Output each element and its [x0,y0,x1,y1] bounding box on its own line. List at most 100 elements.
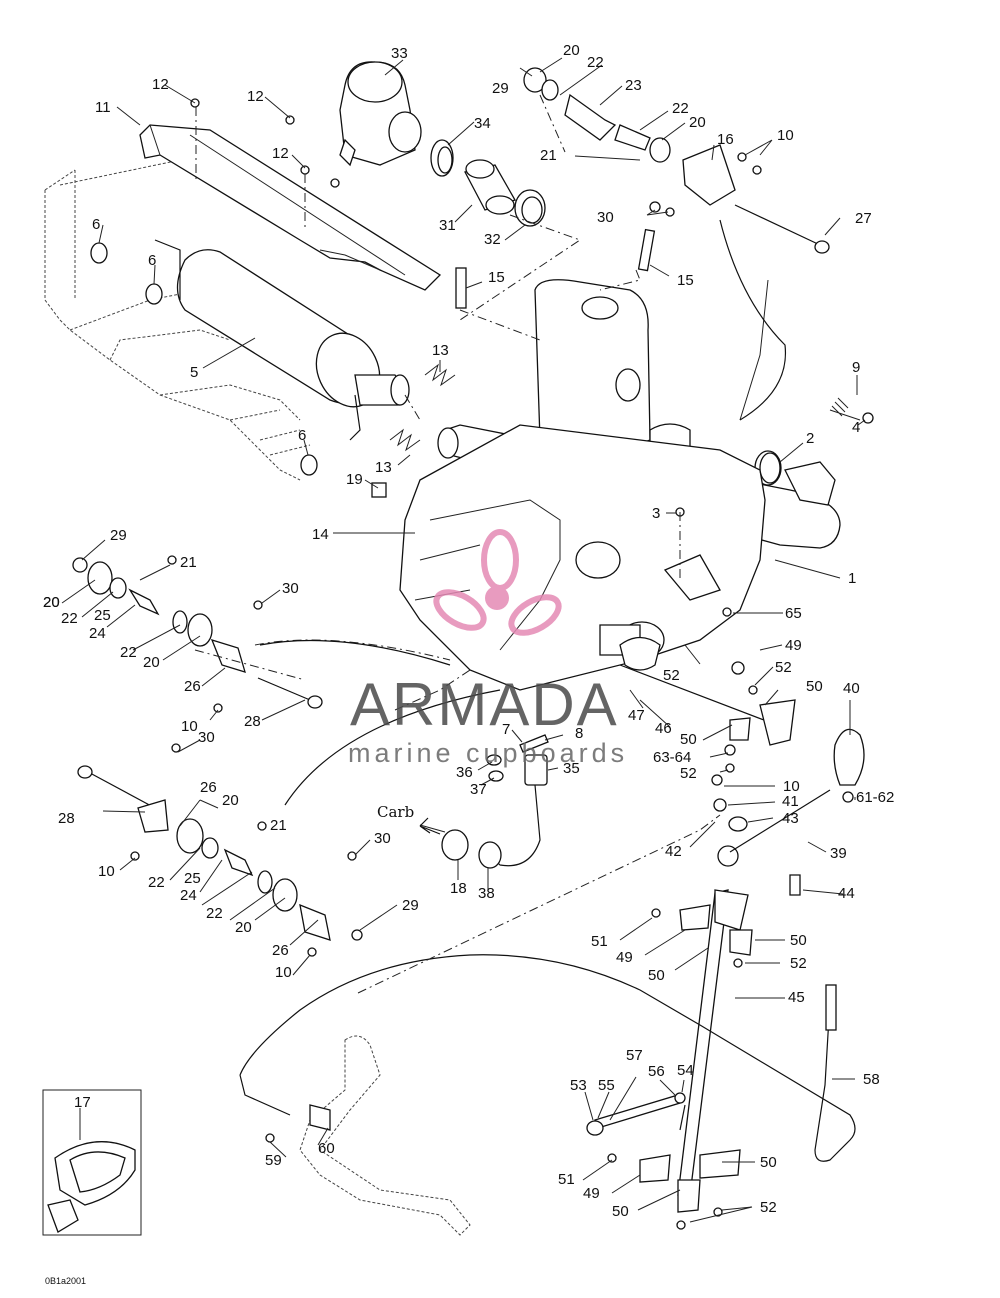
callout-59: 59 [265,1152,282,1169]
callout-50: 50 [760,1154,777,1171]
callout-13: 13 [375,459,392,476]
springs [389,363,874,452]
callout-39: 39 [830,845,847,862]
left-mount-lower [77,743,363,957]
callout-44: 44 [838,885,855,902]
watermark-tagline: marine cupboards [348,738,628,768]
callout-11: 11 [95,99,111,116]
watermark-brand: ARMADA [350,671,619,738]
callout-45: 45 [788,989,805,1006]
callout-46: 46 [655,720,672,737]
callout-22: 22 [61,610,78,627]
callout-32: 32 [484,231,501,248]
callout-56: 56 [648,1063,665,1080]
callout-61-62: 61-62 [856,789,894,806]
gasket-2 [759,452,781,484]
callout-24: 24 [89,625,106,642]
callout-47: 47 [628,707,645,724]
callout-37: 37 [470,781,487,798]
callout-52: 52 [680,765,697,782]
callout-10: 10 [777,127,794,144]
callout-7: 7 [502,721,510,738]
callout-26: 26 [184,678,201,695]
callout-5: 5 [190,364,198,381]
callout-21: 21 [540,147,557,164]
callout-57: 57 [626,1047,643,1064]
callout-42: 42 [665,843,682,860]
callout-25: 25 [94,607,111,624]
engine-mount-upper [523,67,830,254]
leader-lines [61,57,866,1223]
intake-boot-31 [464,159,516,215]
callout-12: 12 [152,76,169,93]
rubber-mounts [90,242,318,476]
callout-20: 20 [43,594,60,611]
callout-27: 27 [855,210,872,227]
callout-1: 1 [848,570,856,587]
heat-shield [139,124,442,291]
callout-22: 22 [206,905,223,922]
propeller-logo [433,529,562,636]
callout-6: 6 [92,216,100,233]
callout-20: 20 [235,919,252,936]
callout-50: 50 [790,932,807,949]
callout-49: 49 [616,949,633,966]
callout-53: 53 [570,1077,587,1094]
callout-16: 16 [717,131,734,148]
primer-assembly [441,734,549,869]
callout-20: 20 [43,594,60,611]
callout-29: 29 [402,897,419,914]
armada-watermark: ARMADA marine cupboards [348,529,628,768]
figure-code: 0B1a2001 [45,1276,86,1286]
throttle-cable-assembly [619,607,865,896]
callout-8: 8 [575,725,583,742]
callout-12: 12 [272,145,289,162]
callout-14: 14 [312,526,329,543]
callout-33: 33 [391,45,408,62]
callout-15: 15 [677,272,694,289]
callout-22: 22 [148,874,165,891]
carb-annotation: Carb [377,803,414,821]
callout-51: 51 [558,1171,575,1188]
callout-51: 51 [591,933,608,950]
callout-50: 50 [648,967,665,984]
callout-36: 36 [456,764,473,781]
callout-21: 21 [270,817,287,834]
callout-20: 20 [222,792,239,809]
callout-52: 52 [775,659,792,676]
callout-3: 3 [652,505,660,522]
callout-4: 4 [852,419,860,436]
callout-26: 26 [272,942,289,959]
callout-63-64: 63-64 [653,749,691,766]
callout-26: 26 [200,779,217,796]
callout-22: 22 [120,644,137,661]
callout-40: 40 [843,680,860,697]
callout-12: 12 [247,88,264,105]
carb-arrow [419,817,441,835]
callout-24: 24 [180,887,197,904]
callout-54: 54 [677,1062,694,1079]
callout-10: 10 [275,964,292,981]
callout-30: 30 [282,580,299,597]
callout-35: 35 [563,760,580,777]
callout-55: 55 [598,1077,615,1094]
callout-30: 30 [198,729,215,746]
callout-49: 49 [785,637,802,654]
callout-50: 50 [806,678,823,695]
callout-50: 50 [612,1203,629,1220]
intake-clamp-32 [514,189,546,227]
steering-column [607,889,753,1230]
callout-25: 25 [184,870,201,887]
callout-6: 6 [298,427,306,444]
callout-22: 22 [672,100,689,117]
callout-10: 10 [783,778,800,795]
callout-30: 30 [374,830,391,847]
callout-43: 43 [782,810,799,827]
callout-17: 17 [74,1094,91,1111]
callout-9: 9 [852,359,860,376]
callout-52: 52 [663,667,680,684]
callout-38: 38 [478,885,495,902]
carburetor [339,61,422,167]
callout-10: 10 [181,718,198,735]
callout-30: 30 [597,209,614,226]
